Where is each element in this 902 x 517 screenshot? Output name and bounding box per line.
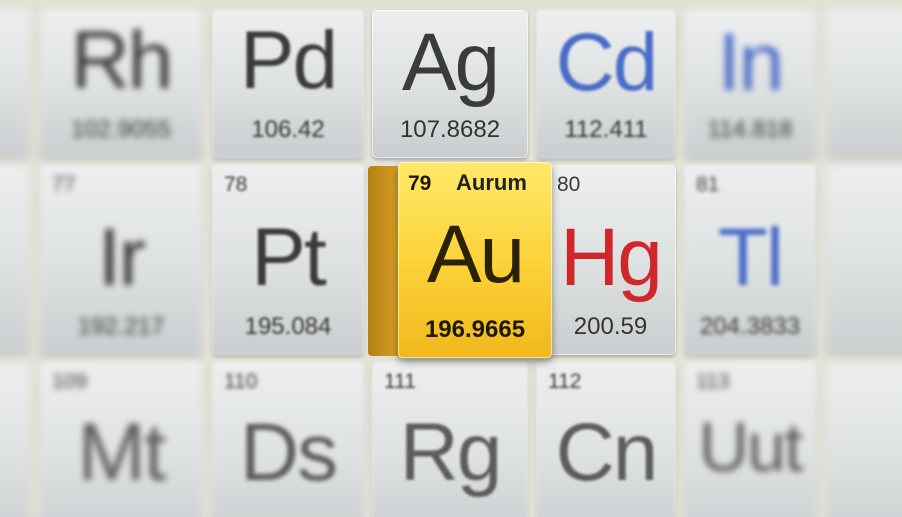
tile-roentgenium: 111 Rg: [372, 362, 528, 517]
atomic-number: 109: [52, 370, 88, 393]
atomic-mass: 106.42: [251, 116, 325, 143]
tile-darmstadtium: 110 Ds: [212, 362, 364, 517]
tile-mercury: 80 Hg 200.59: [545, 165, 676, 355]
atomic-number: 78: [224, 173, 248, 196]
tile-platinum: 78 Pt 195.084: [212, 165, 364, 355]
tile-cadmium: Cd 112.411: [536, 10, 676, 158]
tile-silver: Ag 107.8682: [372, 10, 528, 158]
tile-edge-right-row1: [826, 10, 902, 158]
atomic-mass: 195.084: [244, 313, 332, 340]
atomic-number: 77: [52, 173, 76, 196]
atomic-mass: 204.3833: [699, 313, 801, 340]
tile-indium: In 114.818: [684, 10, 816, 158]
tile-palladium: Pd 106.42: [212, 10, 364, 158]
atomic-number: 81: [696, 173, 720, 196]
element-symbol: Ir: [97, 212, 146, 303]
element-symbol: Au: [426, 209, 525, 300]
element-symbol: Rg: [399, 407, 503, 498]
atomic-mass: 107.8682: [399, 116, 501, 143]
tile-rhodium: Rh 102.9055: [40, 10, 202, 158]
element-symbol: Tl: [717, 212, 784, 303]
element-symbol: Cn: [555, 407, 659, 498]
element-symbol: Ds: [239, 407, 338, 498]
tile-iridium: 77 Ir 192.217: [40, 165, 202, 355]
tile-meitnerium: 109 Mt: [40, 362, 202, 517]
element-symbol: Rh: [70, 15, 174, 106]
tile-edge-left-row1: [0, 10, 30, 158]
atomic-number: 111: [384, 370, 416, 393]
atomic-number: 113: [696, 370, 730, 393]
tile-ununtrium: 113 Uut: [684, 362, 816, 517]
atomic-mass: 102.9055: [70, 116, 172, 143]
atomic-mass: 114.818: [707, 116, 793, 143]
top-border: [0, 0, 902, 12]
tile-gold: 79 Aurum Au 196.9665: [398, 162, 552, 358]
element-name: Aurum: [456, 170, 527, 195]
tile-thallium: 81 Tl 204.3833: [684, 165, 816, 355]
atomic-mass: 196.9665: [424, 316, 526, 343]
tile-copernicium: 112 Cn: [536, 362, 676, 517]
tile-edge-right-row2: [826, 165, 902, 355]
tile-edge-right-row3: [826, 362, 902, 517]
element-symbol: Hg: [560, 212, 663, 303]
element-symbol: Ag: [401, 17, 500, 108]
element-symbol: Mt: [77, 407, 166, 498]
element-symbol: Uut: [698, 408, 804, 486]
atomic-mass: 112.411: [564, 116, 648, 143]
element-symbol: In: [717, 17, 784, 108]
atomic-number: 80: [557, 173, 581, 196]
atomic-number: 112: [548, 370, 582, 393]
element-symbol: Cd: [555, 17, 659, 108]
atomic-mass: 200.59: [573, 313, 648, 340]
atomic-number: 110: [224, 370, 258, 393]
element-symbol: Pd: [239, 15, 338, 106]
tile-edge-left-row2: [0, 165, 30, 355]
tile-edge-left-row3: [0, 362, 30, 517]
atomic-mass: 192.217: [77, 313, 165, 340]
atomic-number: 79: [408, 172, 432, 195]
element-symbol: Pt: [251, 212, 326, 303]
